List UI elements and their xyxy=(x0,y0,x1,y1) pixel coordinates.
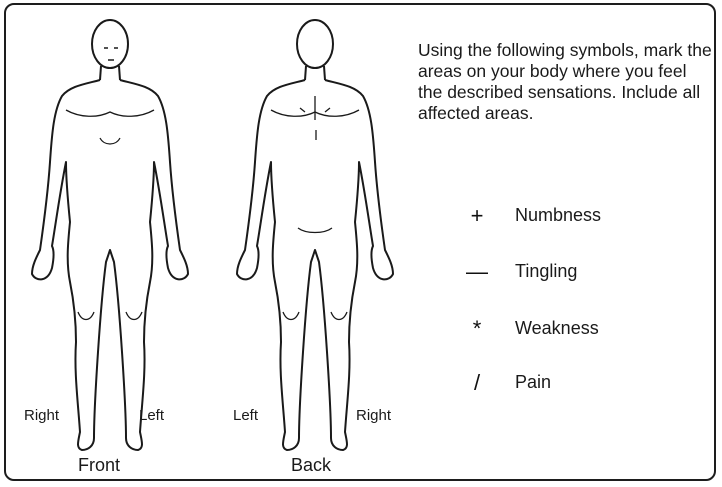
back-caption: Back xyxy=(291,455,331,476)
asterisk-icon: * xyxy=(460,316,494,342)
back-left-label: Left xyxy=(233,407,258,424)
plus-icon: + xyxy=(460,203,494,229)
instructions-text: Using the following symbols, mark the ar… xyxy=(418,40,713,124)
legend-item-tingling: — Tingling xyxy=(460,259,700,287)
legend-label: Pain xyxy=(515,372,551,393)
dash-icon: — xyxy=(460,259,494,285)
slash-icon: / xyxy=(460,370,494,396)
front-left-label: Left xyxy=(139,407,164,424)
front-body xyxy=(32,20,188,450)
legend-item-weakness: * Weakness xyxy=(460,316,700,344)
legend-label: Tingling xyxy=(515,261,577,282)
legend-label: Weakness xyxy=(515,318,599,339)
legend-item-pain: / Pain xyxy=(460,370,700,398)
front-caption: Front xyxy=(78,455,120,476)
front-right-label: Right xyxy=(24,407,59,424)
back-body xyxy=(237,20,393,450)
legend-item-numbness: + Numbness xyxy=(460,203,700,231)
legend-label: Numbness xyxy=(515,205,601,226)
back-right-label: Right xyxy=(356,407,391,424)
